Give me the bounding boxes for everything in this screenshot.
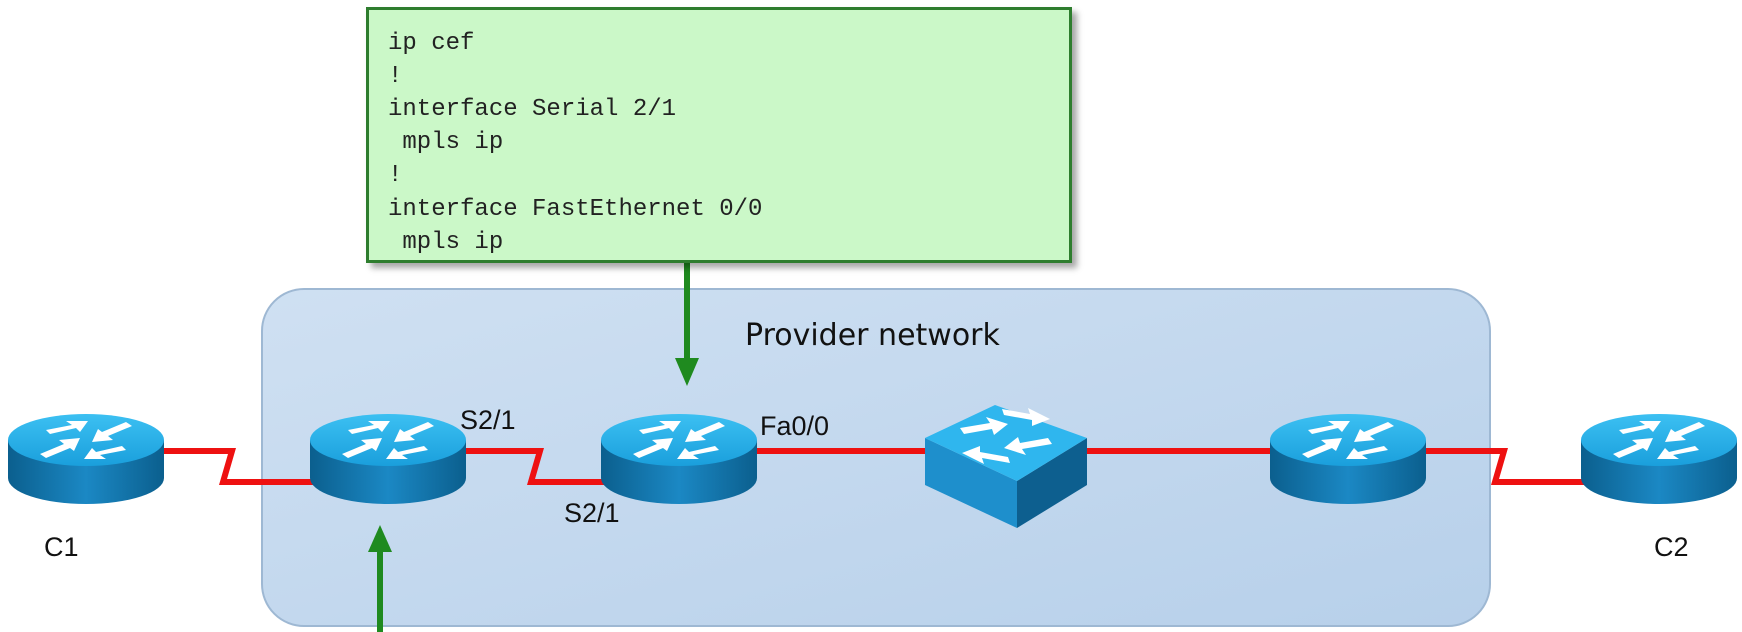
- link-pe2-c2: [1420, 448, 1586, 485]
- config-line: ip cef: [388, 30, 475, 57]
- provider-network-label: Provider network: [745, 318, 1000, 353]
- config-line: interface Serial 2/1: [388, 96, 677, 123]
- link-c1-pe1: [158, 448, 314, 485]
- interface-label-p-fastethernet: Fa0/0: [760, 411, 830, 441]
- switch-icon[interactable]: [925, 405, 1087, 528]
- router-pe1-icon[interactable]: [310, 414, 466, 504]
- config-line: interface FastEthernet 0/0: [388, 196, 763, 223]
- arrow-to-p-head: [675, 358, 699, 386]
- router-c2-icon[interactable]: [1581, 414, 1737, 504]
- interface-label-p-serial: S2/1: [564, 498, 620, 528]
- config-line: !: [388, 63, 403, 90]
- c2-label: C2: [1654, 532, 1689, 562]
- config-line: mpls ip: [388, 129, 504, 156]
- config-snippet-box: ip cef ! interface Serial 2/1 mpls ip ! …: [366, 7, 1072, 263]
- c1-label: C1: [44, 532, 79, 562]
- provider-network-cloud: [261, 288, 1491, 627]
- router-c1-icon[interactable]: [8, 414, 164, 504]
- router-p-icon[interactable]: [601, 414, 757, 504]
- router-pe2-icon[interactable]: [1270, 414, 1426, 504]
- link-pe1-p: [454, 448, 605, 485]
- config-line: mpls ip: [388, 229, 504, 256]
- arrow-from-bottom-head: [368, 525, 392, 552]
- interface-label-pe1-serial: S2/1: [460, 405, 516, 435]
- config-line: !: [388, 162, 403, 189]
